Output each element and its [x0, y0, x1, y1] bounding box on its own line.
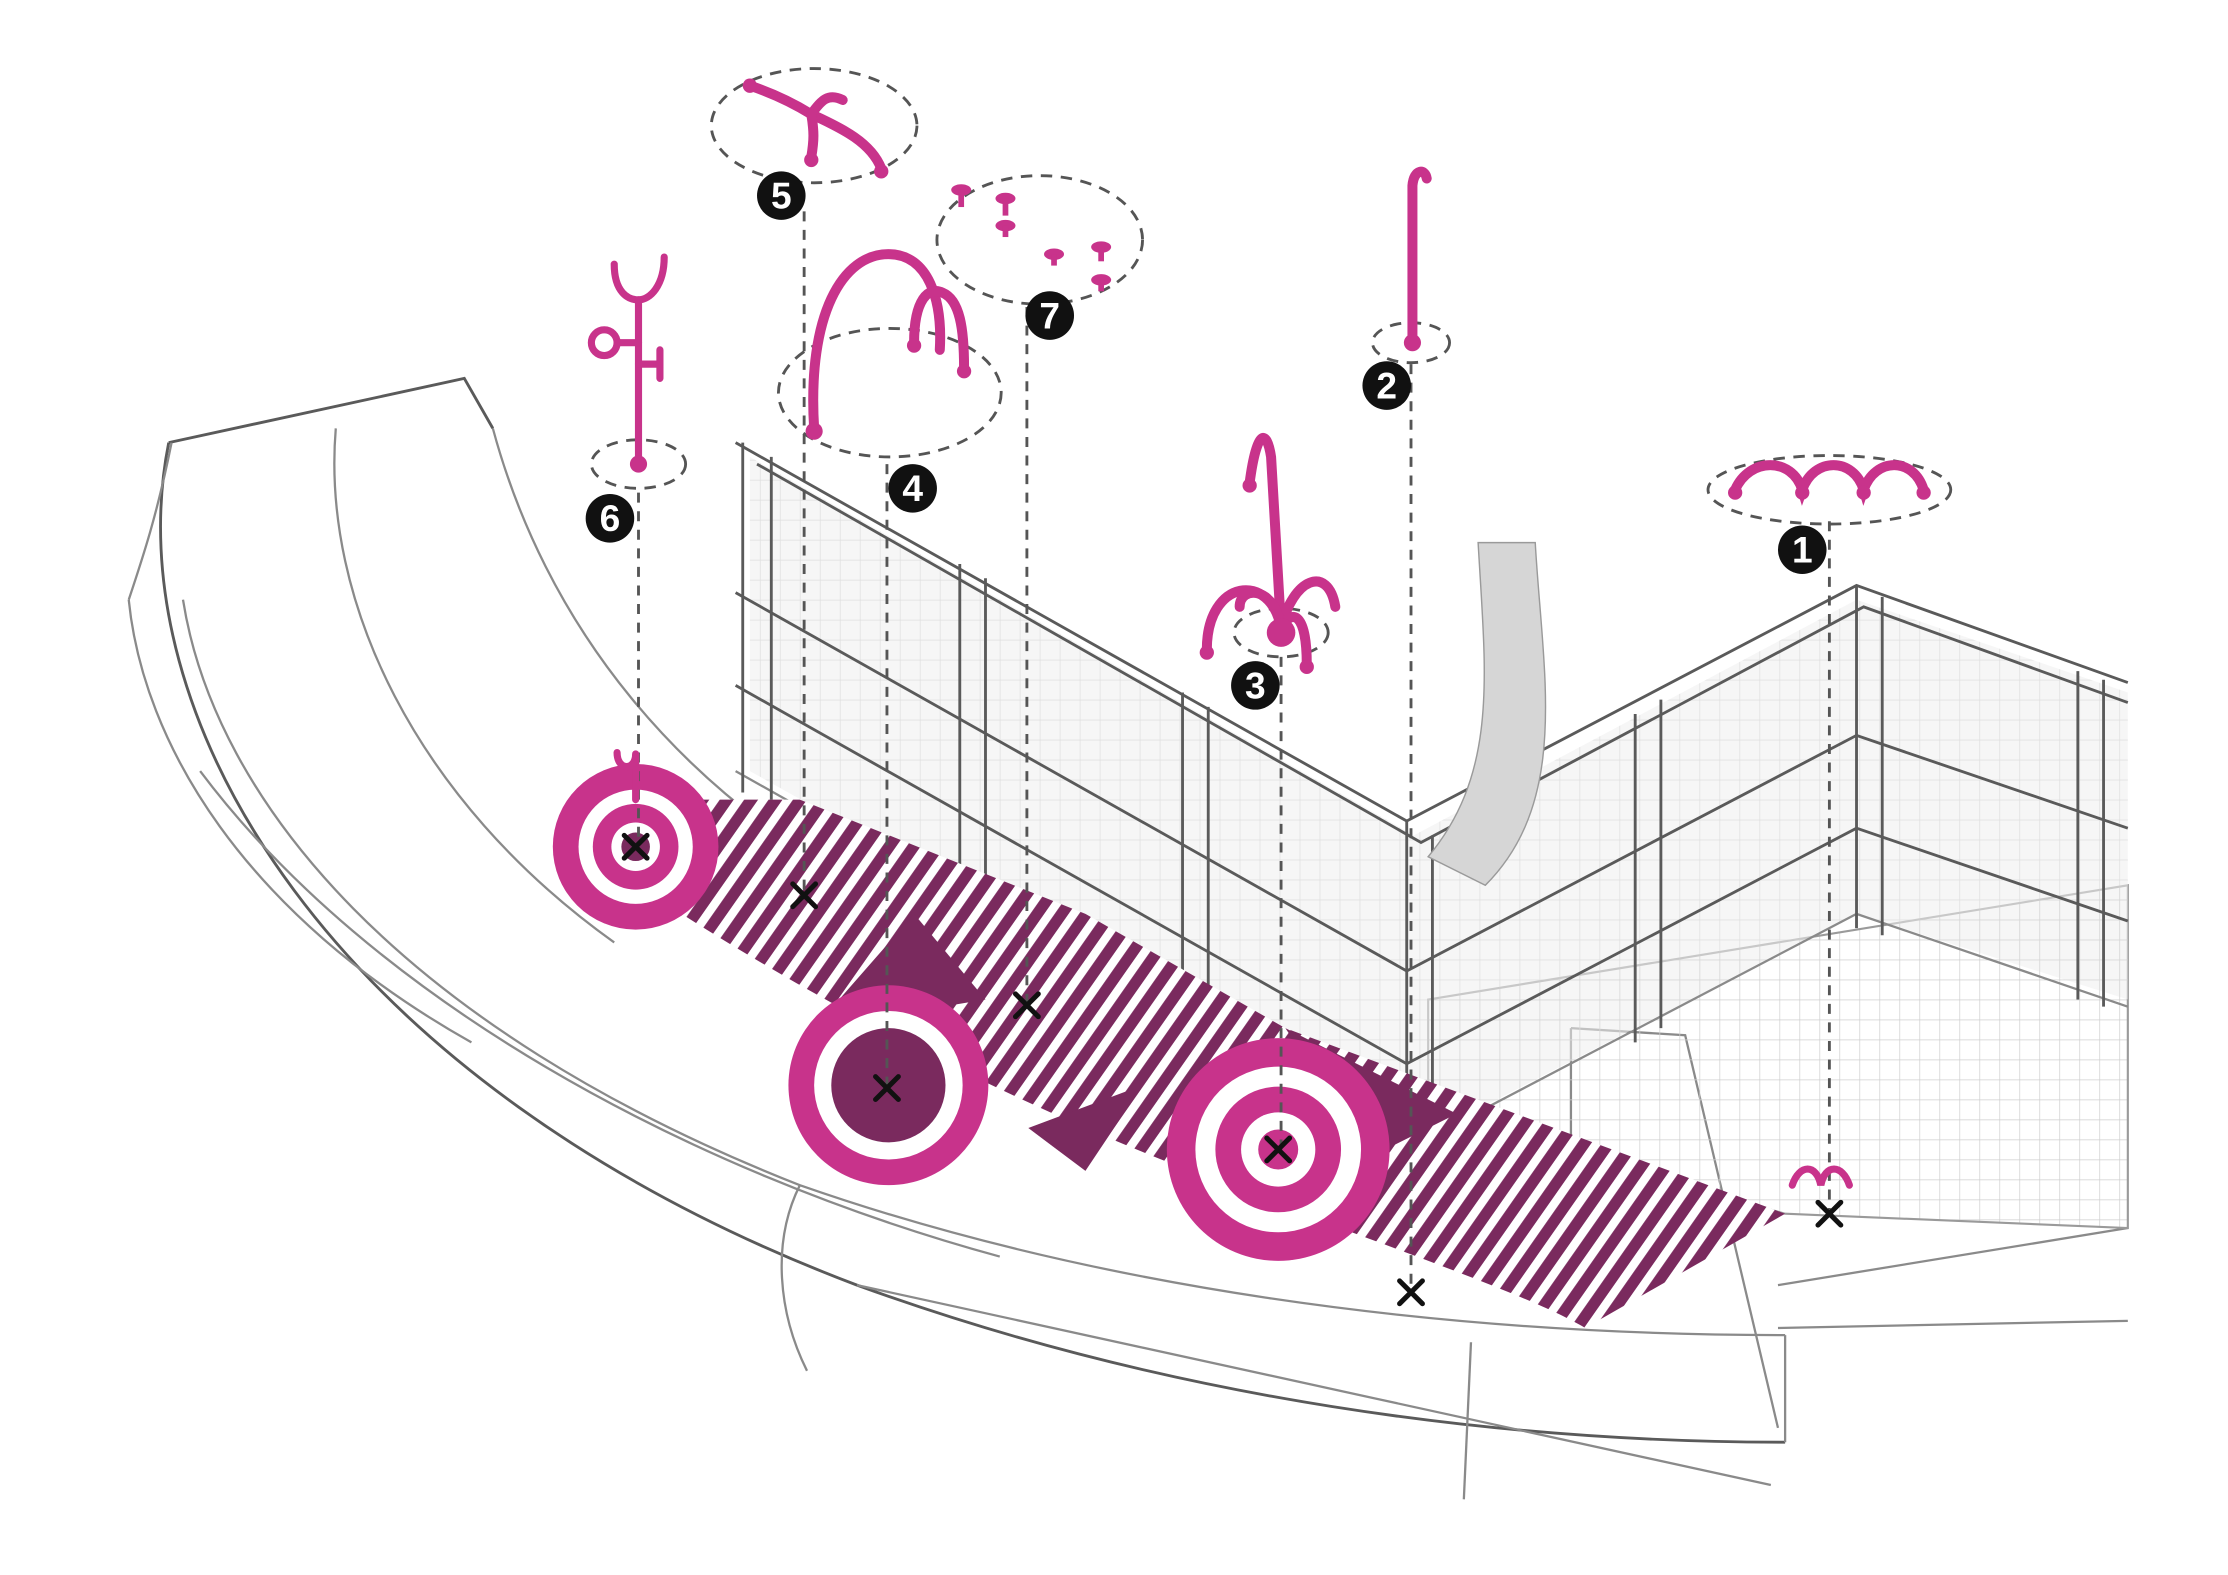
marker-3: 3: [1231, 661, 1280, 710]
dashed-guides: [637, 211, 1831, 1293]
ground-icon-echoes: [613, 748, 1853, 1189]
branching-arch-jet-icon: [709, 67, 919, 185]
svg-text:1: 1: [1792, 529, 1813, 571]
svg-text:2: 2: [1376, 364, 1397, 406]
slide-structure: [1427, 541, 1547, 887]
multi-arch-cluster-icon: [1199, 433, 1341, 674]
ground-x-markers: [621, 832, 1844, 1307]
svg-text:7: 7: [1039, 294, 1060, 336]
triple-arch-fountain-icon: [1706, 454, 1953, 526]
marker-2: 2: [1362, 361, 1412, 410]
marker-4: 4: [888, 464, 937, 513]
ring-and-branch-jet-icon: [587, 253, 688, 490]
double-arch-jet-icon: [777, 249, 1003, 459]
svg-text:3: 3: [1245, 664, 1266, 706]
svg-text:6: 6: [600, 497, 621, 539]
svg-text:5: 5: [771, 174, 792, 216]
svg-text:4: 4: [902, 467, 923, 509]
marker-7: 7: [1025, 291, 1075, 340]
marker-1: 1: [1777, 525, 1827, 575]
mushroom-nozzles-icon: [935, 174, 1144, 306]
marker-5: 5: [757, 171, 806, 220]
marker-6: 6: [585, 494, 635, 543]
single-tall-jet-icon: [1371, 166, 1451, 365]
